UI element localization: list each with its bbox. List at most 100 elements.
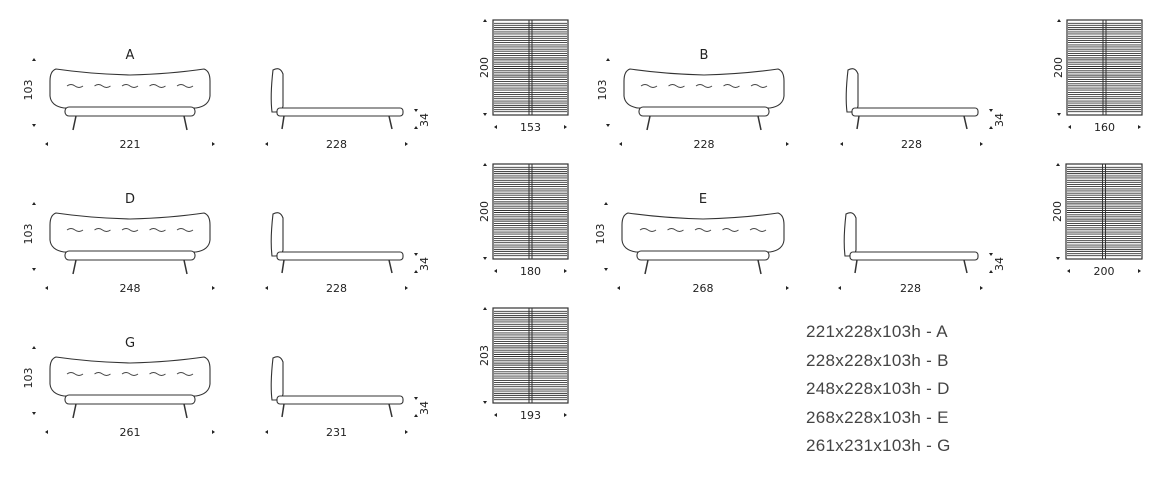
arrow-down-icon [414, 397, 418, 400]
slat-base [492, 307, 569, 404]
arrow-up-icon [606, 58, 610, 61]
bed-leg [281, 403, 285, 418]
arrow-left-icon [494, 269, 497, 273]
arrow-left-icon [494, 413, 497, 417]
tufting-stitch [66, 372, 84, 376]
tufting-stitch [94, 228, 111, 232]
tufting-stitch [749, 228, 767, 232]
tufting-stitch [121, 84, 139, 88]
slat-width-dimension: 160 [1094, 121, 1115, 134]
slat-base [492, 163, 569, 260]
front-view-bed [49, 356, 211, 419]
length-dimension: 228 [326, 138, 347, 151]
tufting-stitch [149, 372, 166, 376]
arrow-left-icon [45, 430, 48, 434]
arrow-down-icon [32, 412, 36, 415]
arrow-up-icon [32, 346, 36, 349]
bed-frame-side [849, 251, 979, 261]
side-view-bed [843, 212, 979, 274]
arrow-right-icon [1138, 125, 1141, 129]
front-view-bed [49, 68, 211, 131]
arrow-down-icon [483, 113, 487, 116]
arrow-down-icon [989, 109, 993, 112]
bed-leg [281, 115, 285, 130]
slat-length-dimension: 200 [1052, 57, 1065, 78]
arrow-right-icon [564, 125, 567, 129]
tufting-stitch [695, 84, 713, 88]
bed-leg [388, 403, 393, 418]
arrow-right-icon [405, 286, 408, 290]
arrow-down-icon [32, 268, 36, 271]
arrow-up-icon [989, 126, 993, 129]
variant-label: B [700, 48, 709, 63]
arrow-right-icon [405, 142, 408, 146]
arrow-up-icon [32, 202, 36, 205]
frame-height-dimension: 34 [418, 257, 431, 271]
tufting-stitch [149, 84, 166, 88]
headboard-side [270, 212, 284, 257]
arrow-left-icon [265, 430, 268, 434]
bed-leg [183, 403, 188, 419]
tufting-stitch [668, 84, 685, 88]
tufting-stitch [176, 228, 194, 232]
arrow-up-icon [414, 270, 418, 273]
arrow-up-icon [604, 202, 608, 205]
side-view-bed [845, 68, 979, 130]
bed-leg [963, 115, 968, 130]
arrow-down-icon [483, 257, 487, 260]
arrow-left-icon [1068, 125, 1071, 129]
arrow-up-icon [32, 58, 36, 61]
slat-length-dimension: 200 [1051, 201, 1064, 222]
arrow-left-icon [265, 286, 268, 290]
bed-frame-side [851, 107, 979, 117]
bed-leg [72, 115, 77, 131]
arrow-up-icon [414, 126, 418, 129]
arrow-down-icon [604, 268, 608, 271]
arrow-down-icon [989, 253, 993, 256]
headboard-outline [49, 68, 211, 109]
arrow-up-icon [1057, 19, 1061, 22]
slat-width-dimension: 180 [520, 265, 541, 278]
arrow-right-icon [980, 142, 983, 146]
arrow-down-icon [606, 124, 610, 127]
arrow-left-icon [619, 142, 622, 146]
arrow-left-icon [494, 125, 497, 129]
arrow-right-icon [786, 286, 789, 290]
legend-item-g: 261x231x103h - G [806, 436, 951, 455]
height-dimension: 103 [22, 224, 35, 245]
arrow-left-icon [1067, 269, 1070, 273]
arrow-right-icon [564, 413, 567, 417]
arrow-right-icon [564, 269, 567, 273]
bed-leg [963, 259, 968, 274]
length-dimension: 228 [901, 138, 922, 151]
headboard-outline [49, 212, 211, 253]
bed-frame [64, 250, 196, 261]
bed-leg [854, 259, 858, 274]
tufting-stitch [176, 84, 194, 88]
tufting-stitch [66, 228, 84, 232]
tufting-stitch [722, 228, 739, 232]
arrow-right-icon [980, 286, 983, 290]
arrow-right-icon [405, 430, 408, 434]
bed-leg [388, 259, 393, 274]
tufting-stitch [121, 372, 139, 376]
height-dimension: 103 [594, 224, 607, 245]
bed-frame-side [276, 395, 404, 405]
legend-item-e: 268x228x103h - E [806, 407, 949, 427]
variant-label: A [126, 48, 135, 63]
bed-leg [856, 115, 860, 130]
tufting-stitch [94, 372, 111, 376]
headboard-outline [623, 68, 785, 109]
tufting-stitch [121, 228, 139, 232]
slat-length-dimension: 200 [478, 201, 491, 222]
arrow-down-icon [1057, 113, 1061, 116]
arrow-up-icon [1056, 163, 1060, 166]
frame-height-dimension: 34 [418, 113, 431, 127]
bed-leg [183, 259, 188, 275]
bed-frame-side [276, 251, 404, 261]
tufting-stitch [667, 228, 684, 232]
tufting-stitch [750, 84, 768, 88]
